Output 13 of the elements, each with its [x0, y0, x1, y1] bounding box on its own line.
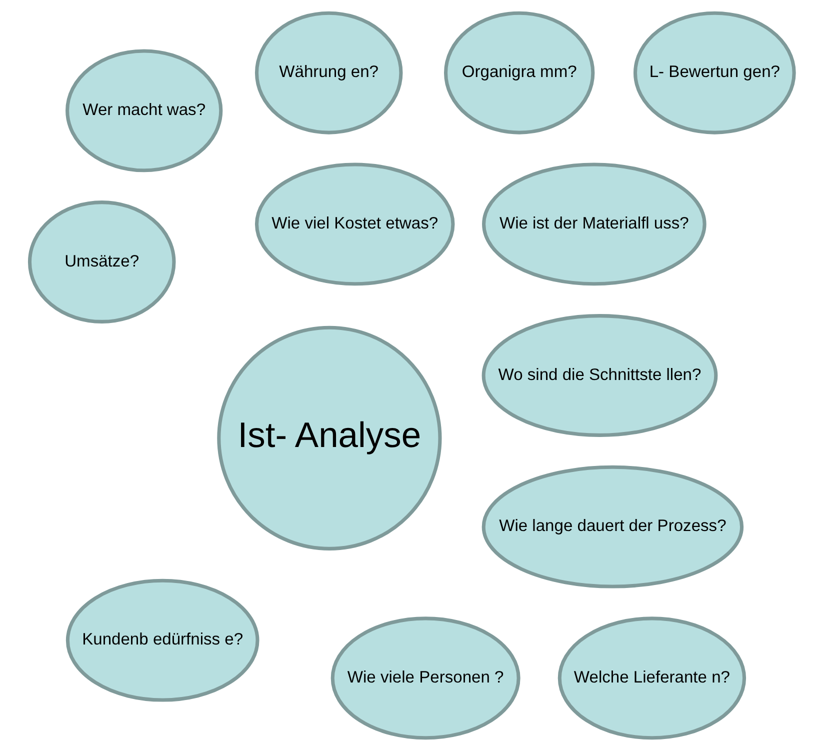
node-ellipse: Wo sind die Schnittste llen?: [481, 314, 718, 437]
node-circle: Ist- Analyse: [216, 326, 442, 550]
node-ellipse: Wer macht was?: [65, 49, 222, 172]
node-ellipse: Wie viele Personen ?: [330, 616, 520, 740]
node-ellipse: Kundenb edürfniss e?: [65, 578, 259, 702]
node-ellipse: Umsätze?: [27, 200, 176, 324]
node-ellipse: Wie viel Kostet etwas?: [254, 162, 454, 286]
node-ellipse: L- Bewertun gen?: [632, 11, 796, 134]
node-ellipse: Wie lange dauert der Prozess?: [481, 465, 744, 588]
node-ellipse: Wie ist der Materialfl uss?: [482, 162, 706, 286]
node-ellipse: Welche Lieferante n?: [557, 616, 746, 740]
node-ellipse: Organigra mm?: [443, 11, 594, 134]
node-ellipse: Währung en?: [254, 11, 402, 134]
